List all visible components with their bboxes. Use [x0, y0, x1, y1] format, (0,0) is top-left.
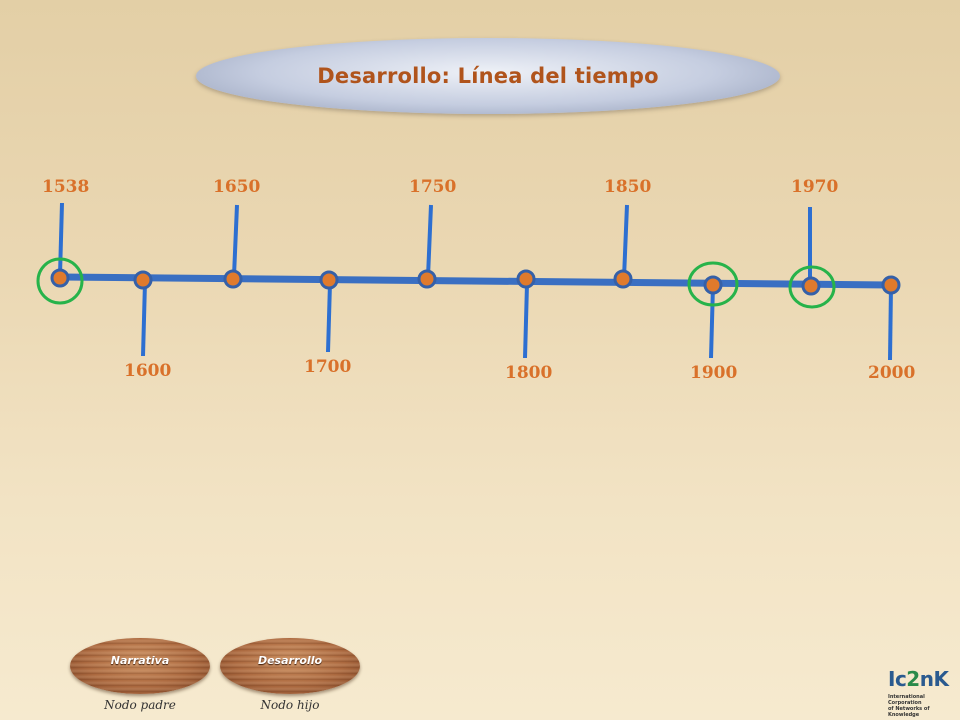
timeline-node	[613, 269, 633, 289]
child-node-label: Desarrollo	[257, 654, 323, 667]
connector-1538	[58, 202, 64, 276]
year-label-bottom: 2000	[868, 363, 915, 383]
highlight-ring-1900	[687, 261, 739, 307]
year-label-bottom: 1600	[124, 361, 171, 381]
connector-1700	[326, 282, 332, 353]
year-label-bottom: 1800	[505, 363, 552, 383]
year-label-bottom: 1900	[690, 363, 737, 383]
logo-subtitle: International Corporation of Networks of…	[888, 694, 930, 718]
timeline-node	[223, 269, 243, 289]
connector-1800	[523, 283, 529, 359]
page-title: Desarrollo: Línea del tiempo	[317, 64, 659, 88]
connector-1850	[622, 204, 629, 279]
year-label-top: 1538	[42, 177, 89, 197]
connector-2000	[888, 285, 893, 361]
timeline-node	[133, 270, 153, 290]
timeline-axis	[56, 273, 896, 289]
year-label-top: 1850	[604, 177, 651, 197]
timeline-node	[516, 269, 536, 289]
parent-node-caption: Nodo padre	[104, 698, 176, 712]
timeline-node	[50, 268, 70, 288]
year-label-top: 1970	[791, 177, 838, 197]
title-banner: Desarrollo: Línea del tiempo	[196, 38, 780, 114]
parent-node-label: Narrativa	[110, 654, 170, 667]
connector-1900	[709, 284, 715, 359]
child-node-button[interactable]: Desarrollo	[220, 638, 360, 694]
child-node-caption: Nodo hijo	[260, 698, 320, 712]
timeline-node	[801, 276, 821, 296]
highlight-ring-1970	[788, 265, 836, 309]
connector-1600	[141, 281, 147, 357]
timeline-node	[881, 275, 901, 295]
timeline-node	[417, 269, 437, 289]
timeline-node	[319, 270, 339, 290]
connector-1750	[426, 204, 433, 278]
connector-1650	[232, 204, 239, 277]
parent-node-button[interactable]: Narrativa	[70, 638, 210, 694]
highlight-ring-1538	[36, 257, 84, 305]
year-label-top: 1750	[409, 177, 456, 197]
timeline-node	[703, 275, 723, 295]
ic2nk-logo: Ic2nK International Corporation of Netwo…	[888, 668, 954, 718]
year-label-bottom: 1700	[304, 357, 351, 377]
logo-mark: Ic2nK	[888, 667, 949, 691]
year-label-top: 1650	[213, 177, 260, 197]
